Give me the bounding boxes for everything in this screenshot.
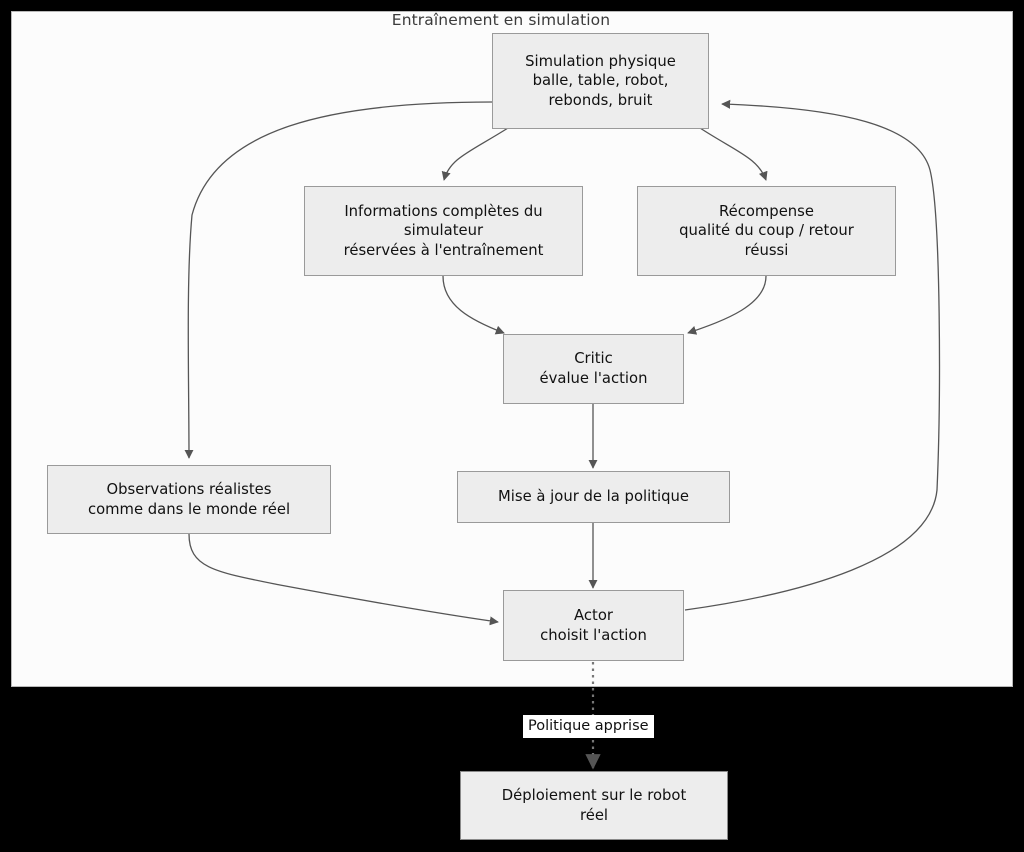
- node-deploiement-robot-reel[interactable]: Déploiement sur le robot réel: [460, 771, 728, 840]
- node-informations-simulateur[interactable]: Informations complètes du simulateur rés…: [304, 186, 583, 276]
- node-mise-a-jour-politique[interactable]: Mise à jour de la politique: [457, 471, 730, 523]
- node-actor[interactable]: Actor choisit l'action: [503, 590, 684, 661]
- node-recompense[interactable]: Récompense qualité du coup / retour réus…: [637, 186, 896, 276]
- node-critic[interactable]: Critic évalue l'action: [503, 334, 684, 404]
- cluster-title: Entraînement en simulation: [391, 11, 611, 29]
- edge-label-politique-apprise: Politique apprise: [523, 715, 654, 739]
- node-observations-realistes[interactable]: Observations réalistes comme dans le mon…: [47, 465, 331, 534]
- node-simulation-physique[interactable]: Simulation physique balle, table, robot,…: [492, 33, 709, 129]
